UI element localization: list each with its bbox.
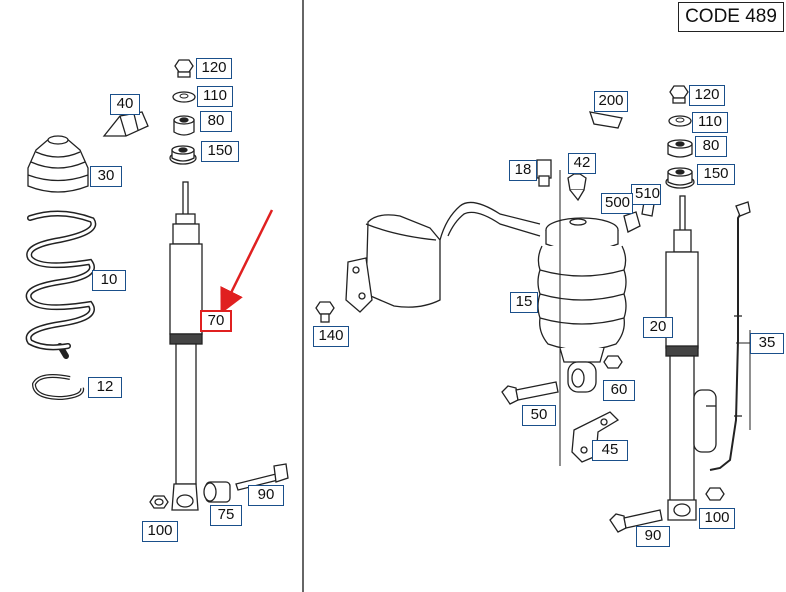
- bracket-140: [345, 257, 373, 313]
- level-sensor: [693, 389, 717, 453]
- bolt-90-left: [235, 463, 289, 491]
- bolt-140: [315, 301, 335, 323]
- callout-42: 42: [568, 153, 596, 174]
- dust-boot-30: [27, 135, 89, 193]
- code-label: CODE 489: [678, 2, 784, 32]
- mount-150-right: [665, 167, 695, 189]
- callout-110-left: 110: [197, 86, 233, 107]
- callout-150-right: 150: [697, 164, 735, 185]
- callout-150-left: 150: [201, 141, 239, 162]
- callout-45: 45: [592, 440, 628, 461]
- callout-80-left: 80: [200, 111, 232, 132]
- bolt-90-right: [609, 509, 663, 533]
- callout-90-left: 90: [248, 485, 284, 506]
- callout-140: 140: [313, 326, 349, 347]
- shock-absorber-70: [169, 181, 203, 511]
- callout-500: 500: [601, 193, 633, 214]
- mount-150-left: [169, 145, 197, 165]
- callout-100-right: 100: [699, 508, 735, 529]
- nut-100-left: [149, 495, 169, 509]
- callout-90-right: 90: [636, 526, 670, 547]
- callout-75: 75: [210, 505, 242, 526]
- bracket-45: [571, 411, 620, 463]
- nut-120-right: [669, 85, 689, 104]
- sensor-cable-35: [709, 207, 745, 471]
- mount-80-left: [173, 115, 195, 136]
- callout-50: 50: [522, 405, 556, 426]
- nut-18: [536, 159, 552, 187]
- callout-120-left: 120: [196, 58, 232, 79]
- callout-510: 510: [631, 184, 661, 205]
- callout-200: 200: [594, 91, 628, 112]
- callout-15: 15: [510, 292, 538, 313]
- mount-80-right: [667, 139, 693, 158]
- clip-42: [567, 173, 587, 202]
- air-reservoir: [365, 201, 541, 308]
- bushing-75: [203, 481, 231, 503]
- callout-120-right: 120: [689, 85, 725, 106]
- callout-20: 20: [643, 317, 673, 338]
- nut-100-right: [705, 487, 725, 501]
- bump-stop-40: [102, 111, 149, 137]
- callout-70-highlighted[interactable]: 70: [200, 310, 232, 332]
- shock-absorber-20: [665, 195, 699, 521]
- callout-18: 18: [509, 160, 537, 181]
- nut-60: [603, 355, 623, 369]
- nut-120-left: [174, 59, 194, 78]
- callout-10: 10: [92, 270, 126, 291]
- bolt-50: [501, 381, 559, 405]
- callout-60: 60: [603, 380, 635, 401]
- connector-500: [623, 211, 641, 233]
- callout-30: 30: [90, 166, 122, 187]
- callout-12: 12: [88, 377, 122, 398]
- callout-80-right: 80: [695, 136, 727, 157]
- callout-40: 40: [110, 94, 140, 115]
- clip-200: [589, 111, 623, 129]
- callout-100-left: 100: [142, 521, 178, 542]
- callout-110-right: 110: [692, 112, 728, 133]
- highlight-arrow: [220, 209, 274, 314]
- callout-35: 35: [750, 333, 784, 354]
